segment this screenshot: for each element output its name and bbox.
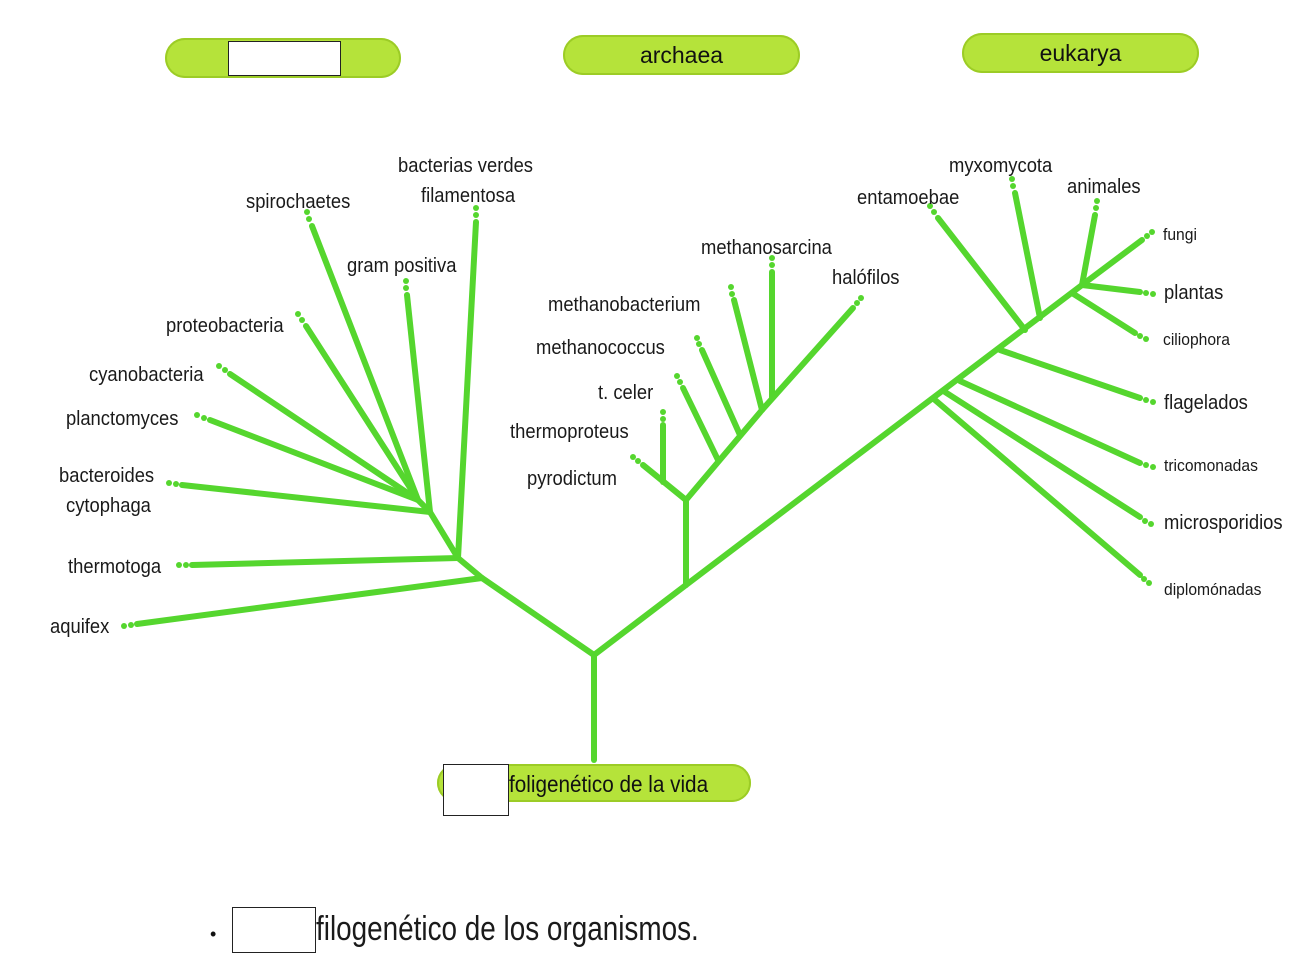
taxon-label-fungi: fungi [1163, 225, 1197, 244]
taxon-label-proteobacteria: proteobacteria [166, 315, 284, 337]
taxon-label-pyrodictum: pyrodictum [527, 468, 617, 490]
taxon-label-cytophaga: cytophaga [66, 495, 151, 517]
taxon-label-bacterias-verdes: bacterias verdes [398, 155, 534, 177]
t-celer-branch [680, 385, 721, 463]
taxon-label-thermotoga: thermotoga [68, 556, 162, 578]
flagelados-branch [997, 347, 1143, 401]
bacteria-main-branch [479, 575, 597, 658]
taxon-label-methanosarcina: methanosarcina [701, 237, 832, 259]
footer-text: filogenético de los organismos. [316, 910, 699, 948]
taxon-label-thermoproteus: thermoproteus [510, 421, 629, 443]
footer-blank-box[interactable] [232, 907, 316, 953]
archaea-domain-pill: archaea [563, 35, 800, 75]
methanobacterium-branch [731, 297, 765, 413]
plantas-branch [1079, 282, 1143, 295]
taxon-label-myxomycota: myxomycota [949, 155, 1053, 177]
taxon-label-filamentosa: filamentosa [421, 185, 516, 207]
ciliophora-branch [1069, 290, 1138, 336]
spirochaetes-branch [309, 223, 421, 503]
halofilos-branch [759, 305, 856, 413]
eukarya-stem-branch [683, 282, 1085, 588]
gram-positiva-branch [404, 292, 433, 515]
methanococcus-branch [699, 347, 743, 438]
myxomycota-branch [1012, 190, 1043, 321]
eukarya-domain-pill: eukarya [962, 33, 1199, 73]
tricomonadas-branch [957, 378, 1143, 466]
bacteria-blank-box[interactable] [228, 41, 341, 76]
taxon-label-spirochaetes: spirochaetes [246, 191, 351, 213]
bacteria-node3-branch [427, 509, 461, 561]
entamoebae-branch [935, 215, 1028, 333]
archaea-label: archaea [639, 41, 724, 68]
bacteria-node2-branch [455, 555, 485, 581]
neomura-branch [591, 582, 689, 658]
taxon-label-halofilos: halófilos [832, 267, 900, 289]
aquifex-branch [134, 575, 485, 627]
bacterias-verdes-branch [455, 219, 479, 561]
taxon-label-diplomonadas: diplomónadas [1164, 580, 1262, 599]
diplomonadas-branch [932, 397, 1143, 578]
taxon-label-animales: animales [1067, 176, 1141, 198]
bacteroides-branch [179, 482, 433, 515]
taxon-label-gram-positiva: gram positiva [347, 255, 457, 277]
planctomyces-branch [207, 417, 421, 503]
taxon-label-methanobacterium: methanobacterium [548, 294, 701, 316]
proteobacteria-branch [303, 323, 421, 503]
taxon-label-planctomyces: planctomyces [66, 408, 179, 430]
taxon-label-plantas: plantas [1164, 282, 1224, 304]
taxon-label-tricomonadas: tricomonadas [1164, 456, 1258, 475]
taxon-label-flagelados: flagelados [1164, 392, 1248, 414]
taxon-label-methanococcus: methanococcus [536, 337, 665, 359]
taxon-label-cyanobacteria: cyanobacteria [89, 364, 204, 386]
taxon-label-ciliophora: ciliophora [1163, 330, 1230, 349]
archaea-node-branch [683, 407, 765, 503]
cyanobacteria-branch [227, 371, 421, 503]
taxon-label-entamoebae: entamoebae [857, 187, 960, 209]
eukarya-label: eukarya [1039, 39, 1122, 66]
fungi-branch [1079, 237, 1145, 288]
taxon-label-microsporidios: microsporidios [1164, 512, 1283, 534]
taxon-label-t-celer: t. celer [598, 382, 654, 404]
bacteria-domain-pill [165, 38, 401, 78]
footer-bullet: • [210, 924, 217, 944]
taxon-label-bacteroides: bacteroides [59, 465, 155, 487]
root-blank-box[interactable] [443, 764, 509, 816]
animales-branch [1079, 212, 1098, 288]
taxon-label-aquifex: aquifex [50, 616, 110, 638]
microsporidios-branch [942, 389, 1143, 520]
root-title-label: foligenético de la vida [509, 771, 709, 797]
thermotoga-branch [189, 555, 461, 568]
